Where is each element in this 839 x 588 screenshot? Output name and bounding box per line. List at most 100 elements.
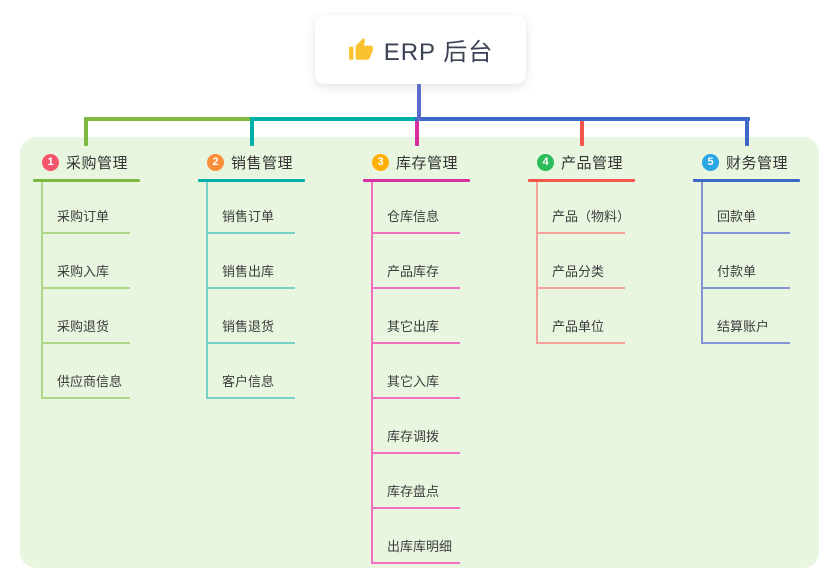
branch-underline	[33, 179, 140, 182]
item-underline	[538, 287, 625, 289]
mindmap-item-label: 库存盘点	[387, 484, 440, 499]
branch-items: 仓库信息产品库存其它出库其它入库库存调拨库存盘点出库库明细	[371, 182, 460, 564]
branch-label: 销售管理	[231, 154, 294, 172]
mindmap-item[interactable]: 销售订单	[208, 182, 295, 234]
branch-items: 采购订单采购入库采购退货供应商信息	[41, 182, 130, 399]
item-underline	[538, 342, 625, 344]
branch-underline	[363, 179, 470, 182]
branch-underline	[198, 179, 305, 182]
branch-horizontal-line	[249, 117, 419, 121]
root-node-title: ERP 后台	[383, 39, 494, 66]
mindmap-item[interactable]: 出库库明细	[373, 509, 460, 564]
mindmap-item-label: 结算账户	[717, 319, 770, 334]
branch-label: 库存管理	[396, 154, 459, 172]
branch-underline	[528, 179, 635, 182]
branch-heading[interactable]: 4 产品管理	[528, 149, 648, 175]
mindmap-item[interactable]: 产品分类	[538, 234, 625, 289]
mindmap-item[interactable]: 采购入库	[43, 234, 130, 289]
mindmap-item-label: 产品单位	[552, 319, 605, 334]
branch-number-badge: 3	[372, 153, 389, 171]
item-underline	[703, 342, 790, 344]
branch-heading[interactable]: 5 财务管理	[693, 149, 813, 175]
item-underline	[373, 507, 460, 509]
branch-2: 2 销售管理销售订单销售出库销售退货客户信息	[198, 149, 318, 399]
item-underline	[43, 287, 130, 289]
branch-number-badge: 5	[702, 153, 719, 171]
branch-horizontal-line	[414, 117, 750, 121]
item-underline	[208, 287, 295, 289]
mindmap-item-label: 出库库明细	[387, 539, 453, 554]
mindmap-item-label: 产品分类	[552, 264, 605, 279]
root-node[interactable]: ERP 后台	[315, 15, 526, 84]
branch-3: 3 库存管理仓库信息产品库存其它出库其它入库库存调拨库存盘点出库库明细	[363, 149, 483, 564]
mindmap-item[interactable]: 其它出库	[373, 289, 460, 344]
branch-horizontal-line	[84, 117, 253, 121]
branch-items: 销售订单销售出库销售退货客户信息	[206, 182, 295, 399]
mindmap-item[interactable]: 客户信息	[208, 344, 295, 399]
mindmap-item-label: 其它出库	[387, 319, 440, 334]
mindmap-item-label: 采购订单	[57, 209, 110, 224]
mindmap-item-label: 销售出库	[222, 264, 275, 279]
mindmap-item[interactable]: 库存盘点	[373, 454, 460, 509]
mindmap-item-label: 采购入库	[57, 264, 110, 279]
branch-heading[interactable]: 3 库存管理	[363, 149, 483, 175]
branch-number-badge: 2	[207, 153, 224, 171]
mindmap-item[interactable]: 销售退货	[208, 289, 295, 344]
mindmap-item-label: 付款单	[717, 264, 757, 279]
branch-drop-line	[249, 117, 254, 146]
mindmap-item-label: 供应商信息	[57, 374, 123, 389]
mindmap-item-label: 回款单	[717, 209, 757, 224]
branch-drop-line	[414, 117, 419, 146]
item-underline	[373, 232, 460, 234]
branch-label: 采购管理	[66, 154, 129, 172]
branch-drop-line	[579, 117, 584, 146]
item-underline	[538, 232, 625, 234]
item-underline	[703, 232, 790, 234]
mindmap-background-panel	[20, 137, 819, 568]
branch-number-badge: 4	[537, 153, 554, 171]
branch-label: 产品管理	[561, 154, 624, 172]
mindmap-item-label: 产品（物料）	[552, 209, 631, 224]
item-underline	[703, 287, 790, 289]
item-underline	[43, 232, 130, 234]
mindmap-item-label: 仓库信息	[387, 209, 440, 224]
mindmap-item[interactable]: 库存调拨	[373, 399, 460, 454]
branch-items: 回款单付款单结算账户	[701, 182, 790, 344]
mindmap-item-label: 采购退货	[57, 319, 110, 334]
branch-4: 4 产品管理产品（物料） 产品分类产品单位	[528, 149, 648, 344]
mindmap-item[interactable]: 付款单	[703, 234, 790, 289]
mindmap-item[interactable]: 采购订单	[43, 182, 130, 234]
mindmap-item[interactable]: 回款单	[703, 182, 790, 234]
mindmap-item[interactable]: 供应商信息	[43, 344, 130, 399]
mindmap-item[interactable]: 采购退货	[43, 289, 130, 344]
mindmap-item[interactable]: 产品单位	[538, 289, 625, 344]
item-underline	[43, 397, 130, 399]
mindmap-item-label: 客户信息	[222, 374, 275, 389]
item-underline	[373, 452, 460, 454]
mindmap-item-label: 销售订单	[222, 209, 275, 224]
mindmap-item-label: 库存调拨	[387, 429, 440, 444]
item-underline	[373, 397, 460, 399]
mindmap-item-label: 产品库存	[387, 264, 440, 279]
item-underline	[373, 287, 460, 289]
branch-heading[interactable]: 2 销售管理	[198, 149, 318, 175]
branch-label: 财务管理	[726, 154, 789, 172]
mindmap-item[interactable]: 销售出库	[208, 234, 295, 289]
mindmap-item-label: 其它入库	[387, 374, 440, 389]
item-underline	[373, 562, 460, 564]
branch-underline	[693, 179, 800, 182]
branch-items: 产品（物料） 产品分类产品单位	[536, 182, 630, 344]
item-underline	[208, 232, 295, 234]
mindmap-item[interactable]: 产品库存	[373, 234, 460, 289]
thumbs-up-icon	[348, 37, 374, 63]
item-underline	[208, 397, 295, 399]
mindmap-item-label: 销售退货	[222, 319, 275, 334]
mindmap-item[interactable]: 仓库信息	[373, 182, 460, 234]
mindmap-item[interactable]: 结算账户	[703, 289, 790, 344]
item-underline	[43, 342, 130, 344]
mindmap-item[interactable]: 其它入库	[373, 344, 460, 399]
item-underline	[373, 342, 460, 344]
mindmap-item[interactable]: 产品（物料）	[538, 182, 630, 234]
